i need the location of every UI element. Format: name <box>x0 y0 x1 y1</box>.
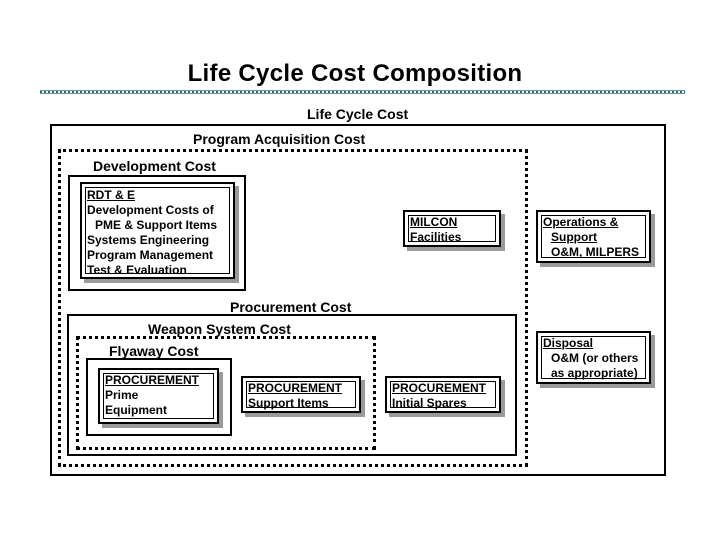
operations-support-line: O&M, MILPERS <box>551 245 640 259</box>
rdte-line: PME & Support Items <box>95 218 218 232</box>
development-cost-box <box>68 175 246 291</box>
procurement-spares-card: PROCUREMENT Initial Spares <box>385 376 501 413</box>
rdte-line: Development Costs of <box>87 203 214 217</box>
weapon-system-cost-label: Weapon System Cost <box>148 321 291 337</box>
page-title: Life Cycle Cost Composition <box>187 60 523 87</box>
card-inner-frame <box>541 215 646 258</box>
program-acquisition-cost-box <box>58 149 528 467</box>
card-inner-frame <box>541 336 646 379</box>
card-inner-frame <box>390 381 496 408</box>
rdte-heading: RDT & E <box>87 188 135 202</box>
procurement-prime-line: Equipment <box>105 403 167 417</box>
weapon-system-cost-box <box>76 336 376 450</box>
flyaway-cost-box <box>86 358 232 436</box>
procurement-prime-card: PROCUREMENT Prime Equipment <box>98 368 219 424</box>
rdte-line: Test & Evaluation <box>87 263 187 277</box>
operations-support-heading: Support <box>551 230 597 244</box>
card-inner-frame <box>246 381 356 408</box>
procurement-spares-line: Initial Spares <box>392 396 467 410</box>
disposal-heading: Disposal <box>543 336 594 350</box>
milcon-card: MILCON Facilities <box>403 210 501 247</box>
disposal-line: O&M (or others <box>551 351 639 365</box>
rdte-card: RDT & E Development Costs of PME & Suppo… <box>80 182 235 279</box>
card-inner-frame <box>103 373 214 419</box>
procurement-support-card: PROCUREMENT Support Items <box>241 376 361 413</box>
rdte-line: Systems Engineering <box>87 233 210 247</box>
procurement-spares-heading: PROCUREMENT <box>392 381 487 395</box>
disposal-line: as appropriate) <box>551 366 638 380</box>
card-inner-frame <box>408 215 496 242</box>
procurement-support-heading: PROCUREMENT <box>248 381 343 395</box>
program-acquisition-cost-label: Program Acquisition Cost <box>193 131 366 147</box>
card-inner-frame <box>85 187 230 274</box>
disposal-card: Disposal O&M (or others as appropriate) <box>536 331 651 384</box>
milcon-line: Facilities <box>410 230 462 244</box>
procurement-prime-line: Prime <box>105 388 139 402</box>
flyaway-cost-label: Flyaway Cost <box>109 343 199 359</box>
title-divider <box>40 90 685 94</box>
procurement-cost-box <box>67 314 517 456</box>
procurement-prime-heading: PROCUREMENT <box>105 373 200 387</box>
milcon-heading: MILCON <box>410 215 458 229</box>
rdte-line: Program Management <box>87 248 214 262</box>
development-cost-label: Development Cost <box>93 158 216 174</box>
operations-support-card: Operations & Support O&M, MILPERS <box>536 210 651 263</box>
procurement-cost-label: Procurement Cost <box>230 299 352 315</box>
life-cycle-cost-box <box>50 124 666 476</box>
procurement-support-line: Support Items <box>248 396 329 410</box>
life-cycle-cost-label: Life Cycle Cost <box>307 106 409 122</box>
operations-support-heading: Operations & <box>543 215 619 229</box>
